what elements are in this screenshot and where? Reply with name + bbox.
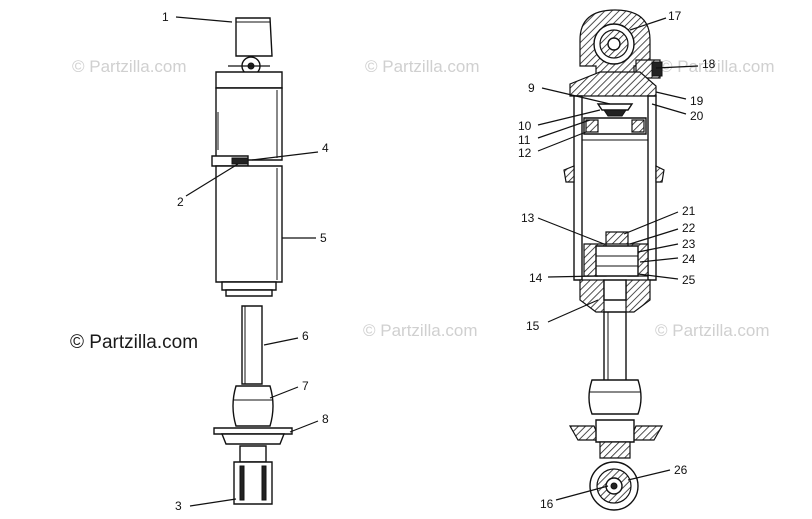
callout-15: 15 — [526, 319, 540, 333]
callout-7: 7 — [302, 379, 309, 393]
callout-2: 2 — [177, 195, 184, 209]
callout-4: 4 — [322, 141, 329, 155]
callout-11: 11 — [518, 133, 531, 147]
cylinder-wall-right — [647, 95, 657, 281]
callout-9: 9 — [528, 81, 535, 95]
right-piston-rod — [603, 311, 627, 383]
watermark-top-center: © Partzilla.com — [365, 57, 480, 76]
floating-piston — [583, 117, 647, 135]
callout-26: 26 — [674, 463, 688, 477]
callout-5: 5 — [320, 231, 327, 245]
right-jounce-bumper — [588, 379, 642, 415]
left-leader-lines — [175, 16, 319, 507]
callout-10: 10 — [518, 119, 532, 133]
watermark-layer: © Partzilla.com © Partzilla.com © Partzi… — [70, 57, 775, 353]
jounce-bumper — [232, 385, 274, 427]
callout-17: 17 — [668, 9, 682, 23]
main-piston — [595, 245, 639, 277]
shock-cap — [215, 71, 283, 89]
body-end-cap — [225, 289, 273, 297]
callout-19: 19 — [690, 94, 704, 108]
seal-head-left — [579, 279, 605, 313]
watermark-top-left: © Partzilla.com — [72, 57, 187, 76]
callout-22: 22 — [682, 221, 696, 235]
callout-23: 23 — [682, 237, 696, 251]
callout-3: 3 — [175, 499, 182, 513]
spring-seat-hub — [599, 441, 631, 459]
right-leader-lines — [537, 17, 699, 501]
watermark-mid-center: © Partzilla.com — [363, 321, 478, 340]
shock-body-upper — [215, 87, 283, 161]
watermark-mid-left: © Partzilla.com — [70, 332, 198, 353]
callout-8: 8 — [322, 412, 329, 426]
spring-seat — [213, 427, 293, 435]
callout-21: 21 — [682, 204, 696, 218]
piston-rod — [241, 305, 263, 385]
watermark-top-right: © Partzilla.com — [660, 57, 775, 76]
callout-24: 24 — [682, 252, 696, 266]
callout-18: 18 — [702, 57, 716, 71]
left-shock-assembly — [211, 17, 293, 505]
callout-16: 16 — [540, 497, 554, 511]
right-shock-cutaway — [563, 9, 665, 511]
cylinder-cap — [569, 71, 657, 97]
watermark-mid-right: © Partzilla.com — [655, 321, 770, 340]
callout-labels: 1 2 3 4 5 6 7 8 9 10 11 12 13 14 15 16 1… — [162, 9, 716, 513]
callout-25: 25 — [682, 273, 696, 287]
callout-12: 12 — [518, 146, 532, 160]
callout-13: 13 — [521, 211, 535, 225]
callout-1: 1 — [162, 10, 169, 24]
top-eyelet — [235, 17, 273, 57]
callout-14: 14 — [529, 271, 543, 285]
seal-head-right — [625, 279, 651, 313]
shock-body-lower — [215, 165, 283, 283]
callout-6: 6 — [302, 329, 309, 343]
callout-20: 20 — [690, 109, 704, 123]
